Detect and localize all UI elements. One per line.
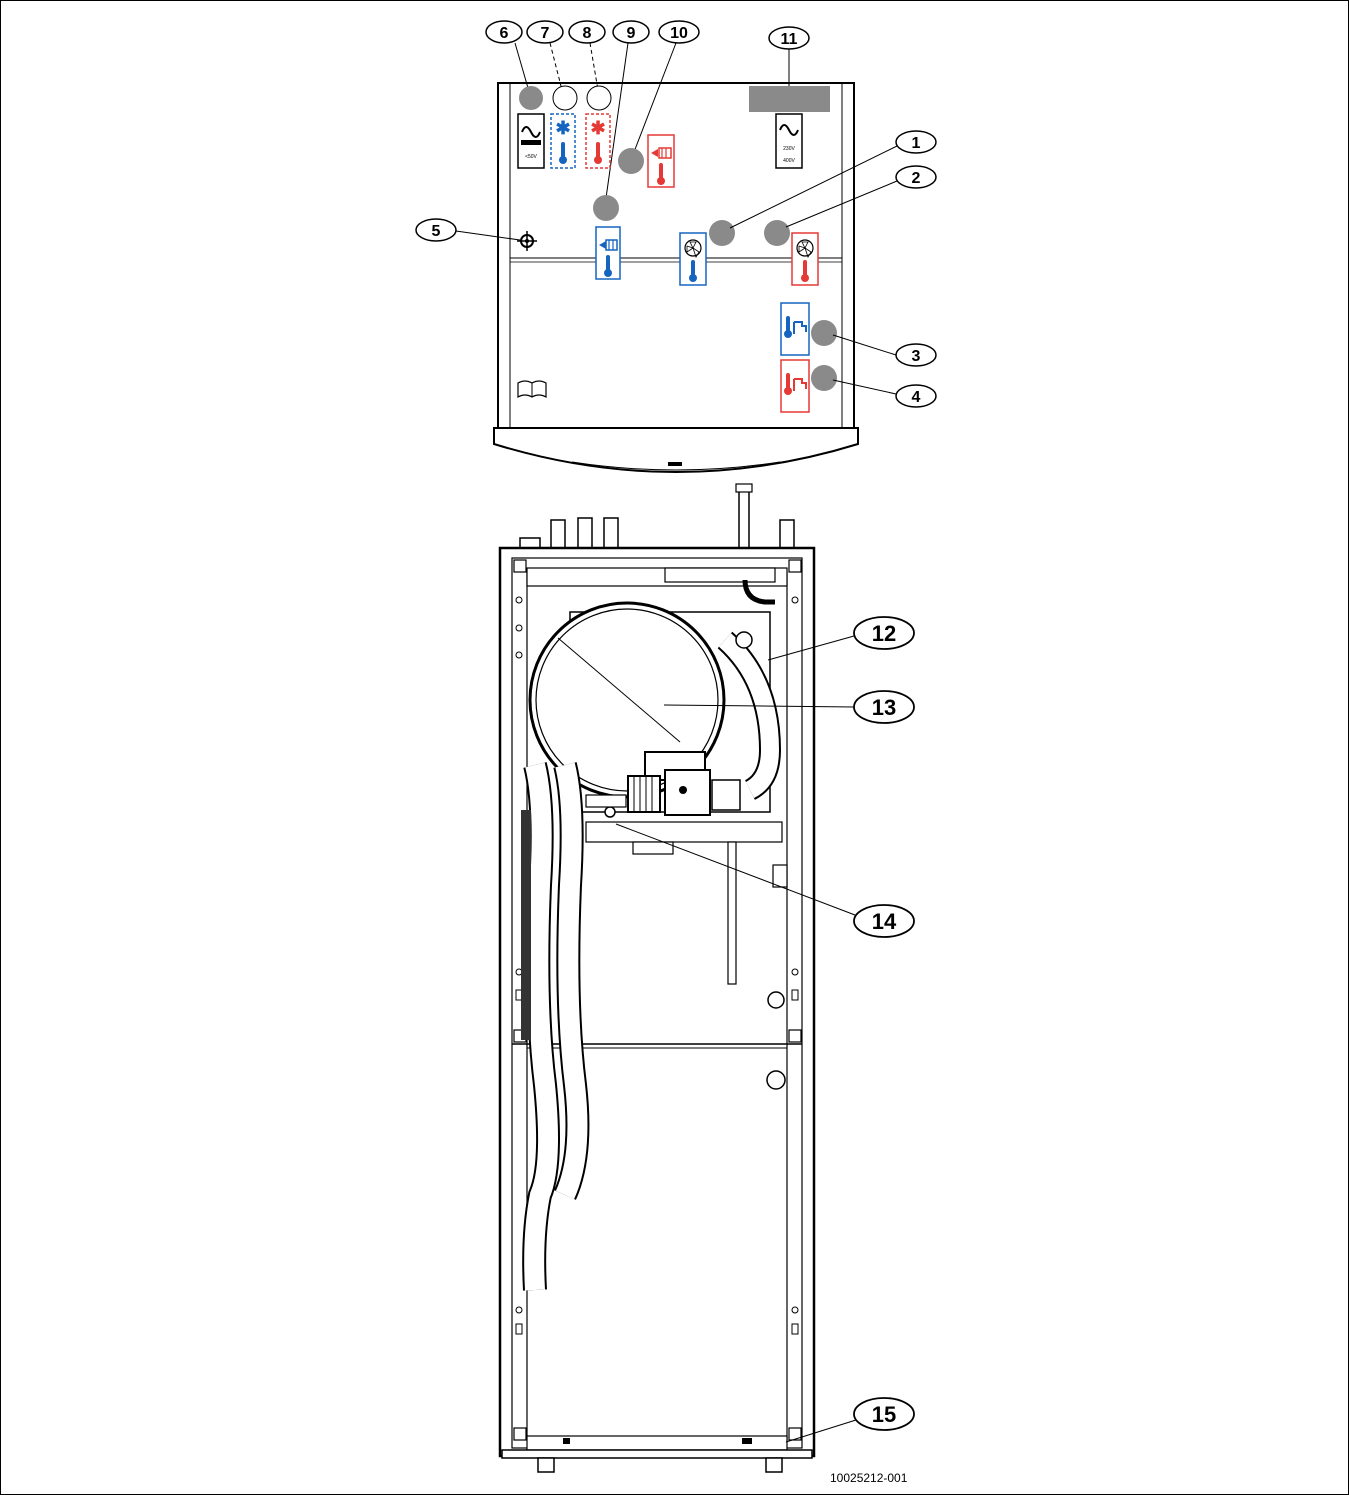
callout-3: 3 <box>895 343 937 367</box>
power-high-voltage-icon: 230V 400V <box>775 113 803 169</box>
svg-text:<50V: <50V <box>525 154 537 160</box>
callout-5: 5 <box>415 218 457 242</box>
svg-text:5: 5 <box>432 223 441 240</box>
top-connection-panel: 6 7 8 9 10 11 <box>415 20 937 473</box>
cable-gland-5 <box>517 231 537 251</box>
circulation-pump <box>585 751 741 818</box>
svg-text:✱: ✱ <box>555 118 570 138</box>
svg-text:11: 11 <box>781 31 798 48</box>
callout-12: 12 <box>853 616 915 650</box>
cable-entry-11 <box>749 86 830 112</box>
svg-text:2: 2 <box>912 170 921 187</box>
document-id: 10025212-001 <box>830 1471 908 1485</box>
callout-13: 13 <box>853 690 915 724</box>
callout-2: 2 <box>895 165 937 189</box>
svg-text:13: 13 <box>872 695 896 720</box>
svg-text:4: 4 <box>912 389 921 406</box>
heating-return-icon <box>595 226 621 280</box>
port-8 <box>586 85 612 111</box>
panel-bottom-cover <box>493 427 859 473</box>
svg-text:14: 14 <box>872 909 897 934</box>
svg-text:7: 7 <box>541 25 550 42</box>
svg-text:230V: 230V <box>783 146 795 152</box>
svg-text:3: 3 <box>912 348 921 365</box>
svg-text:8: 8 <box>583 25 592 42</box>
air-outlet-icon <box>791 232 819 286</box>
callout-7: 7 <box>526 20 564 44</box>
callout-10: 10 <box>658 20 700 44</box>
callout-8: 8 <box>568 20 606 44</box>
callout-4: 4 <box>895 384 937 408</box>
port-6 <box>519 86 543 110</box>
hot-water-icon <box>780 359 810 413</box>
svg-text:400V: 400V <box>783 158 795 164</box>
svg-text:6: 6 <box>500 25 509 42</box>
heat-pump-unit <box>498 483 816 1473</box>
callout-11: 11 <box>768 26 810 50</box>
air-inlet-icon <box>679 232 707 286</box>
svg-text:15: 15 <box>872 1402 896 1427</box>
port-7 <box>552 85 578 111</box>
svg-text:✱: ✱ <box>590 118 605 138</box>
callout-15: 15 <box>853 1397 915 1431</box>
port-3 <box>811 320 837 346</box>
heating-flow-icon <box>647 134 675 188</box>
svg-text:10: 10 <box>670 25 688 42</box>
svg-text:9: 9 <box>627 25 636 42</box>
manual-book-icon <box>517 380 547 399</box>
cold-water-icon <box>780 302 810 356</box>
svg-text:12: 12 <box>872 621 896 646</box>
port-9 <box>593 195 619 221</box>
port-4 <box>811 365 837 391</box>
cooling-sensor-icon: ✱ <box>550 113 576 169</box>
svg-text:1: 1 <box>912 135 921 152</box>
callout-6: 6 <box>485 20 523 44</box>
port-10 <box>618 148 644 174</box>
power-low-voltage-icon: <50V <box>517 113 545 169</box>
heating-sensor-icon: ✱ <box>585 113 611 169</box>
callout-14: 14 <box>853 904 915 938</box>
callout-9: 9 <box>612 20 650 44</box>
port-2 <box>764 220 790 246</box>
callout-1: 1 <box>895 130 937 154</box>
port-1 <box>709 220 735 246</box>
